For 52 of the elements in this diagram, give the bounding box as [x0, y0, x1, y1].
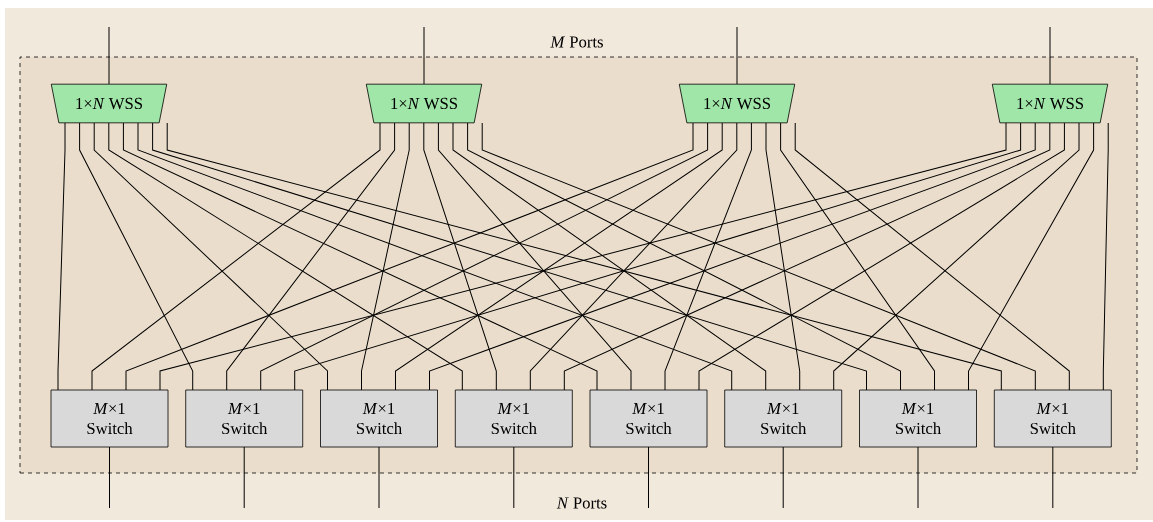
switch-box: M×1 Switch — [859, 389, 977, 448]
output-line — [243, 446, 245, 509]
switch-box: M×1 Switch — [724, 389, 843, 448]
output-line — [648, 446, 649, 509]
wss-trapezoid: 1×N WSS — [991, 83, 1109, 124]
input-line — [1049, 26, 1051, 85]
output-line — [513, 446, 515, 509]
connector — [529, 122, 738, 391]
connector — [1102, 122, 1109, 391]
connector — [794, 122, 1070, 391]
connector — [79, 122, 194, 391]
connector — [423, 122, 497, 391]
output-line — [1052, 446, 1054, 509]
port-label: N Ports — [556, 497, 607, 509]
wss-trapezoid: 1×N WSS — [50, 83, 168, 124]
connector — [395, 122, 723, 391]
connector — [698, 122, 1065, 391]
connector — [361, 122, 410, 391]
connector — [108, 122, 463, 391]
switch-box: M×1 Switch — [993, 389, 1112, 448]
connector — [467, 122, 901, 391]
connector — [664, 122, 752, 391]
output-line — [917, 446, 919, 509]
connector — [452, 122, 767, 391]
connector — [91, 122, 381, 391]
connector — [57, 122, 66, 391]
connector — [780, 122, 935, 391]
connector — [226, 122, 396, 391]
connector — [122, 122, 598, 391]
connector — [563, 122, 1051, 391]
switch-box: M×1 Switch — [185, 389, 304, 448]
connector — [152, 122, 867, 391]
connector — [437, 122, 632, 391]
input-line — [736, 26, 738, 85]
connector — [93, 122, 328, 391]
output-line — [109, 446, 110, 509]
switch-box: M×1 Switch — [589, 389, 708, 448]
input-line — [423, 26, 425, 85]
output-line — [782, 446, 784, 509]
input-line — [108, 26, 110, 85]
output-line — [378, 446, 380, 509]
connector — [968, 122, 1095, 391]
wss-trapezoid: 1×N WSS — [678, 83, 796, 124]
connector — [294, 122, 1022, 391]
port-label: M Ports — [550, 36, 603, 48]
connector — [833, 122, 1080, 391]
connector — [260, 122, 709, 391]
wss-trapezoid: 1×N WSS — [365, 83, 483, 124]
switch-box: M×1 Switch — [50, 389, 169, 448]
connector — [765, 122, 801, 391]
switch-box: M×1 Switch — [454, 389, 573, 448]
switch-box: M×1 Switch — [320, 389, 438, 448]
